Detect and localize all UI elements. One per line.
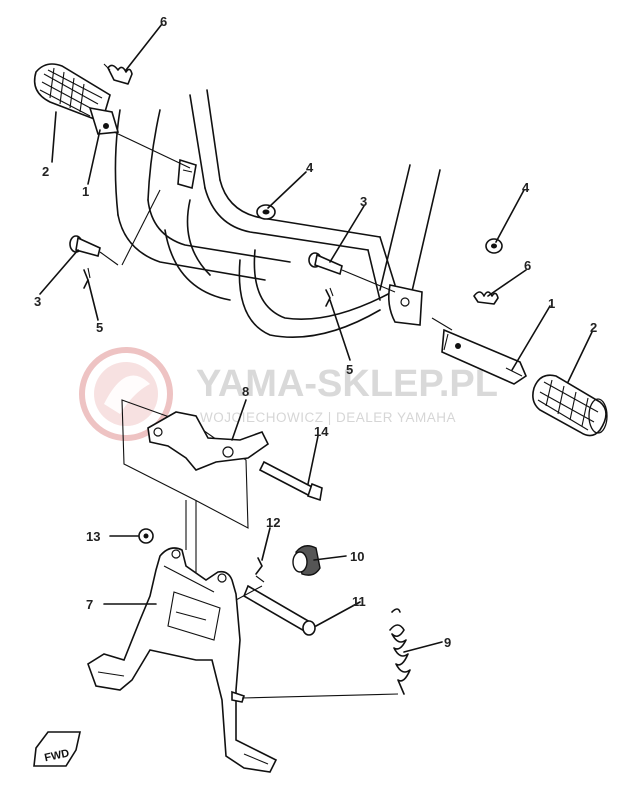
part-label-3-left: 3 xyxy=(34,294,41,309)
part-label-8: 8 xyxy=(242,384,249,399)
footrest-rubber-right xyxy=(532,374,608,437)
watermark-logo xyxy=(79,347,173,441)
footrest-right xyxy=(441,328,527,385)
part-label-7: 7 xyxy=(86,597,93,612)
part-label-10: 10 xyxy=(350,549,364,564)
part-label-13: 13 xyxy=(86,529,100,544)
watermark-title: YAMA-SKLEP.PL xyxy=(196,363,498,405)
part-label-5-mid: 5 xyxy=(346,362,353,377)
spring-top xyxy=(103,63,133,85)
stand-bracket xyxy=(121,399,270,590)
forward-arrow-icon: FWD xyxy=(33,731,81,767)
spring-right xyxy=(473,291,499,305)
pin-mid xyxy=(308,252,343,276)
washer-left xyxy=(256,204,276,220)
frame-tubes xyxy=(114,89,441,338)
part-label-4-right: 4 xyxy=(522,180,530,195)
leader-lines xyxy=(39,23,593,653)
footrest-left xyxy=(88,106,120,135)
part-label-9: 9 xyxy=(444,635,451,650)
shaft-pin xyxy=(243,584,316,636)
part-label-6-right: 6 xyxy=(524,258,531,273)
footrest-bracket-right xyxy=(388,284,423,326)
watermark: YAMA-SKLEP.PL WOJCIECHOWICZ | DEALER YAM… xyxy=(79,347,498,441)
reference-lines-lower xyxy=(235,585,399,699)
part-label-12: 12 xyxy=(266,515,280,530)
part-label-6-top: 6 xyxy=(160,14,167,29)
collar xyxy=(292,545,321,576)
stand-spring xyxy=(389,608,411,695)
part-label-2-left: 2 xyxy=(42,164,49,179)
part-label-5-left: 5 xyxy=(96,320,103,335)
part-label-1-right: 1 xyxy=(548,296,555,311)
washer-right xyxy=(485,238,503,254)
part-label-11: 11 xyxy=(352,594,366,609)
cotter-pin-mid xyxy=(325,287,334,307)
bolt xyxy=(258,460,323,502)
part-label-2-right: 2 xyxy=(590,320,597,335)
part-number-labels: 6 2 1 4 3 5 3 4 6 1 2 5 8 14 13 12 10 7 … xyxy=(34,14,597,650)
main-stand xyxy=(87,547,278,773)
part-label-1-left: 1 xyxy=(82,184,89,199)
part-label-14: 14 xyxy=(314,424,329,439)
clip xyxy=(255,557,265,583)
nut xyxy=(138,528,154,544)
reference-lines-upper xyxy=(99,131,453,331)
part-label-4-left: 4 xyxy=(306,160,314,175)
fwd-label: FWD xyxy=(43,747,70,764)
watermark-subtitle: WOJCIECHOWICZ | DEALER YAMAHA xyxy=(200,410,456,425)
pin-left xyxy=(69,235,101,257)
footrest-bracket-left xyxy=(177,158,197,190)
part-label-3-mid: 3 xyxy=(360,194,367,209)
